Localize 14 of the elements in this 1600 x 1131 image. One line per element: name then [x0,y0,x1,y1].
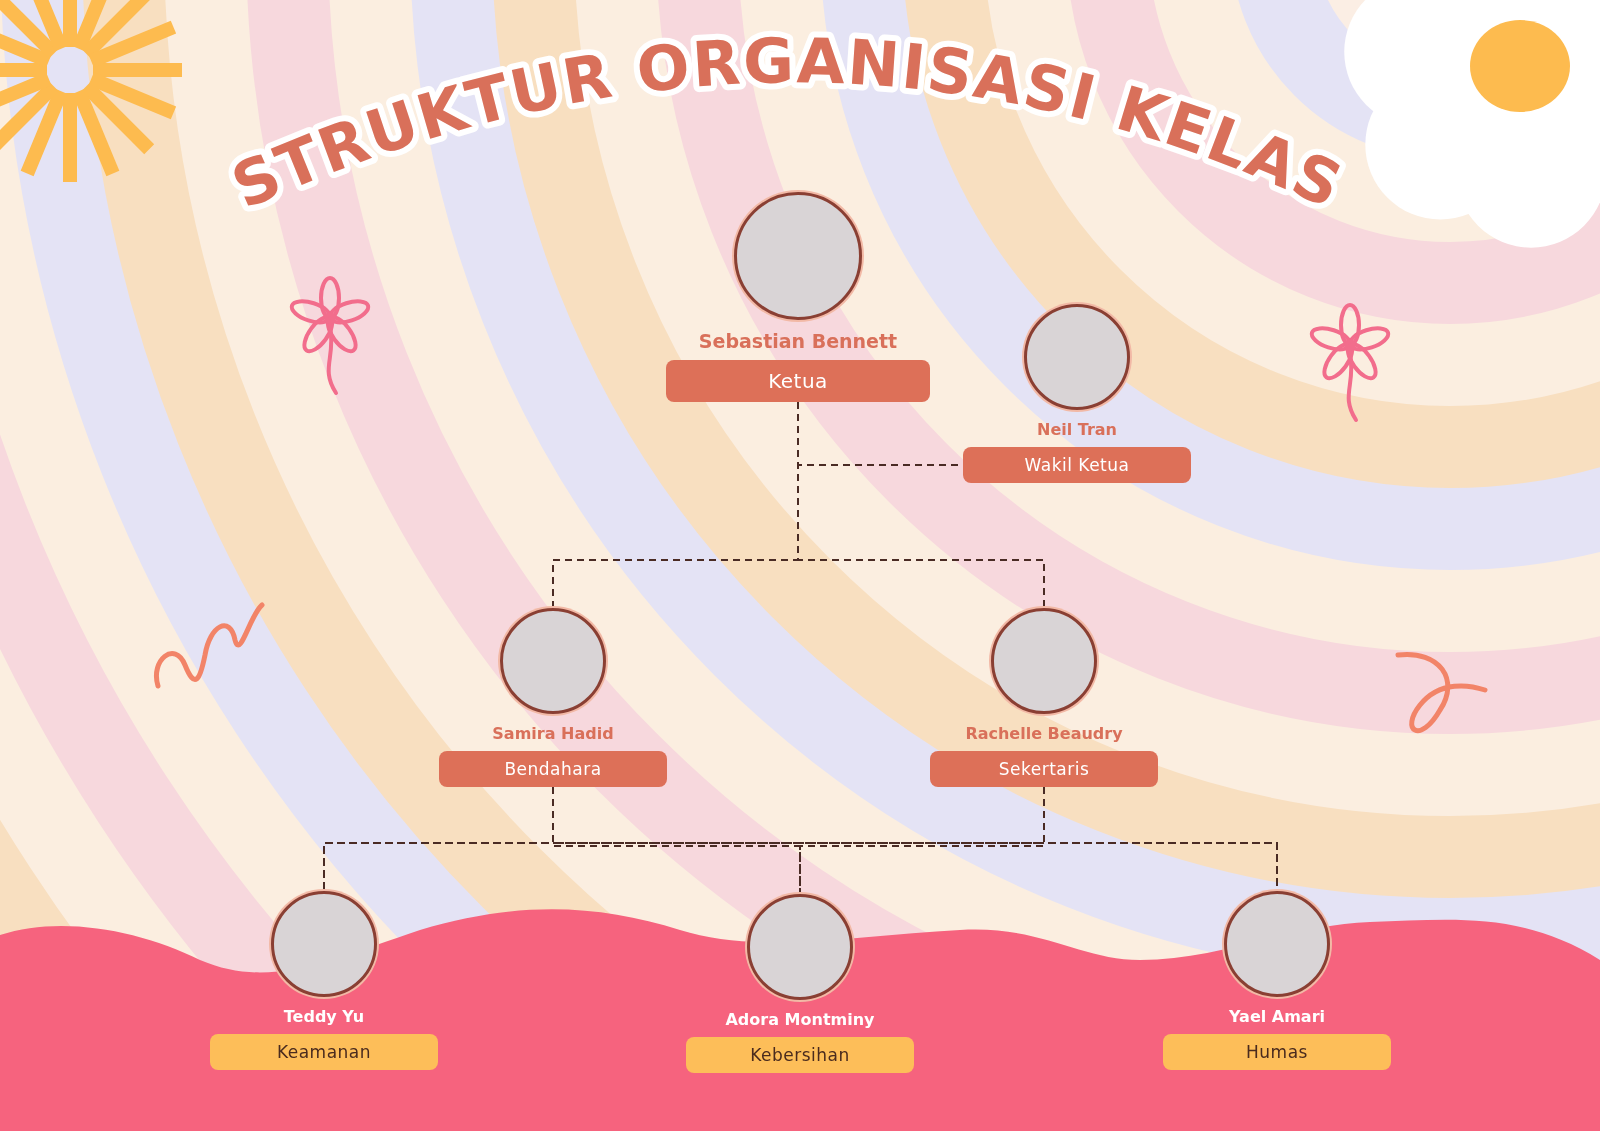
role-label: Ketua [666,360,930,402]
person-name: Samira Hadid [492,724,614,743]
person-name: Adora Montminy [725,1010,875,1029]
role-label: Keamanan [210,1034,438,1070]
role-label: Humas [1163,1034,1391,1070]
role-label: Sekertaris [930,751,1158,787]
person-name: Rachelle Beaudry [965,724,1123,743]
role-label: Bendahara [439,751,667,787]
person-name: Sebastian Bennett [698,330,898,352]
role-label: Kebersihan [686,1037,914,1073]
role-label: Wakil Ketua [963,447,1191,483]
person-name: Teddy Yu [283,1007,365,1026]
person-name: Neil Tran [1037,420,1117,439]
person-name: Yael Amari [1228,1007,1325,1026]
